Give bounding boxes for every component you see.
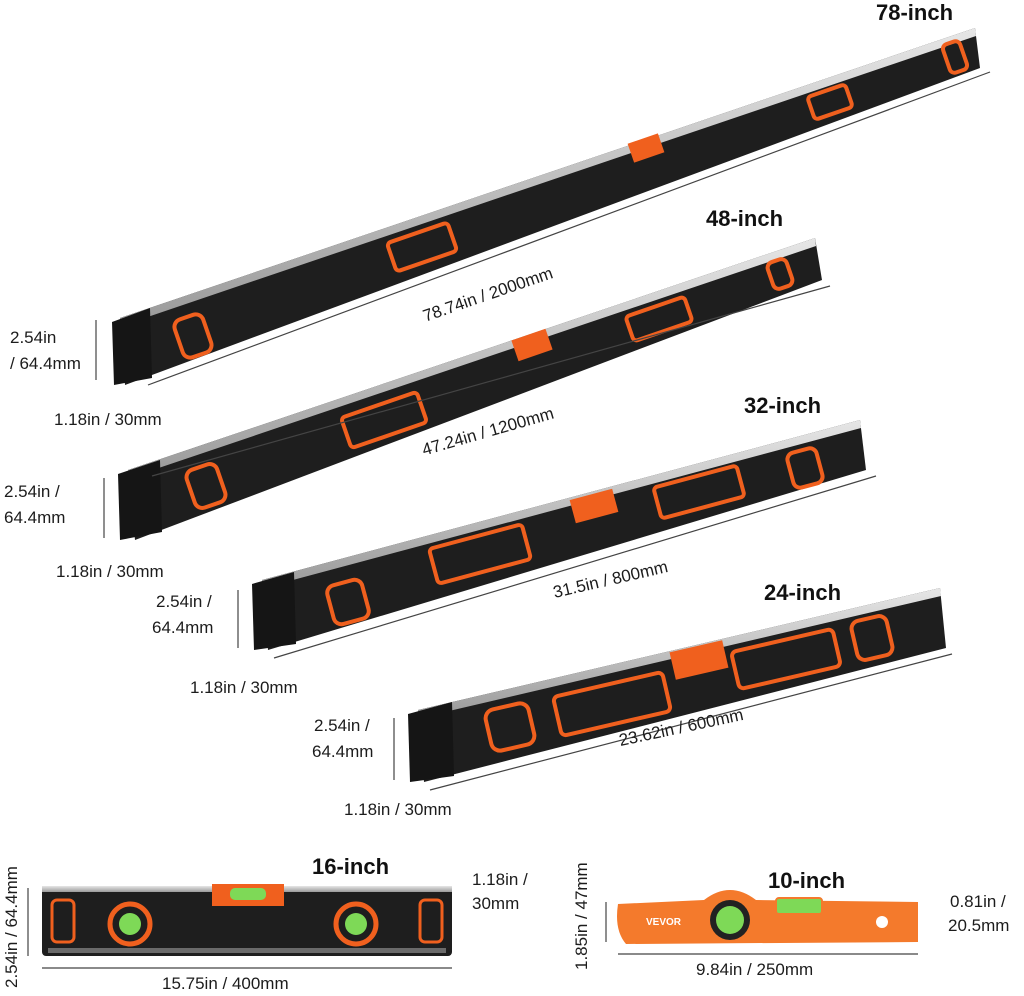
- height-label-48-line1: 2.54in /: [4, 482, 60, 501]
- size-title-32: 32-inch: [744, 393, 822, 418]
- size-title-48: 48-inch: [706, 206, 784, 231]
- height-label-16: 2.54in / 64.4mm: [2, 866, 21, 988]
- width-label-78: 1.18in / 30mm: [54, 410, 162, 429]
- width-label-16-line2: 30mm: [472, 894, 520, 913]
- width-label-16-line1: 1.18in /: [472, 870, 528, 889]
- level-48-inch: [118, 238, 822, 540]
- height-label-78-line1: 2.54in: [10, 328, 57, 347]
- size-title-10: 10-inch: [768, 868, 846, 893]
- width-label-10-line1: 0.81in /: [950, 892, 1006, 911]
- height-label-48-line2: 64.4mm: [4, 508, 66, 527]
- size-title-24: 24-inch: [764, 580, 842, 605]
- height-label-10: 1.85in / 47mm: [572, 862, 591, 970]
- length-label-10: 9.84in / 250mm: [696, 960, 814, 979]
- level-32-inch: [252, 420, 866, 650]
- size-title-16: 16-inch: [312, 854, 390, 879]
- height-label-32-line1: 2.54in /: [156, 592, 212, 611]
- brand-logo: VEVOR: [646, 917, 682, 928]
- length-label-16: 15.75in / 400mm: [162, 974, 289, 993]
- height-label-24-line1: 2.54in /: [314, 716, 370, 735]
- level-16-inch: [42, 884, 452, 956]
- height-label-24-line2: 64.4mm: [312, 742, 374, 761]
- width-label-24: 1.18in / 30mm: [344, 800, 452, 819]
- size-title-78: 78-inch: [876, 0, 954, 25]
- level-10-inch: VEVOR: [617, 890, 918, 944]
- height-label-78-line2: / 64.4mm: [10, 354, 81, 373]
- level-78-inch: [112, 28, 980, 385]
- dimension-lines: [27, 71, 991, 969]
- width-label-32: 1.18in / 30mm: [190, 678, 298, 697]
- height-label-32-line2: 64.4mm: [152, 618, 214, 637]
- width-label-48: 1.18in / 30mm: [56, 562, 164, 581]
- level-24-inch: [408, 588, 946, 782]
- width-label-10-line2: 20.5mm: [948, 916, 1010, 935]
